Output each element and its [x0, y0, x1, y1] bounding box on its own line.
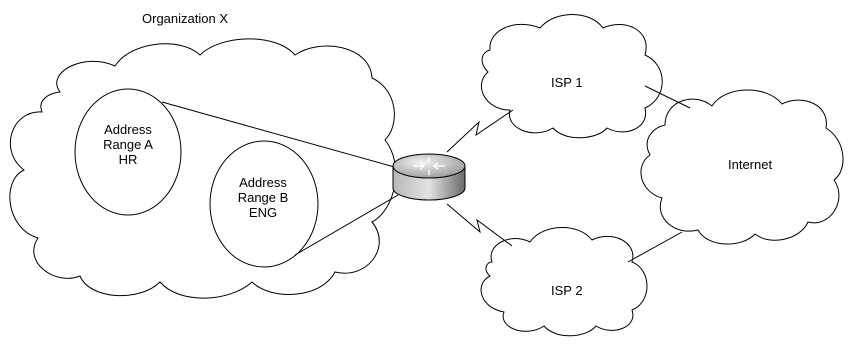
isp2-cloud	[480, 227, 648, 337]
serial-link-router-isp2	[446, 203, 513, 247]
internet-cloud	[640, 89, 844, 245]
link-range-b-router	[294, 194, 399, 256]
internet-label: Internet	[728, 157, 773, 172]
range-a-line3: HR	[118, 152, 138, 167]
range-a-line1: Address	[104, 122, 152, 137]
range-a-line2: Range A	[103, 137, 153, 152]
organization-label: Organization X	[142, 11, 228, 26]
isp1-label: ISP 1	[551, 75, 583, 90]
link-range-a-router	[161, 101, 399, 169]
range-b-line3: ENG	[248, 205, 278, 220]
range-a-label: Address Range A HR	[98, 122, 158, 167]
serial-link-router-isp1	[446, 109, 514, 153]
organization-cloud	[9, 38, 397, 299]
range-b-line2: Range B	[237, 190, 289, 205]
range-b-label: Address Range B ENG	[233, 175, 293, 220]
link-isp2-internet	[627, 231, 683, 263]
isp1-cloud	[480, 14, 663, 139]
range-b-line1: Address	[239, 175, 287, 190]
router-icon	[392, 153, 466, 201]
link-isp1-internet	[644, 85, 691, 109]
isp2-label: ISP 2	[551, 283, 583, 298]
address-range-a-oval	[74, 88, 182, 216]
address-range-b-oval	[209, 140, 319, 268]
